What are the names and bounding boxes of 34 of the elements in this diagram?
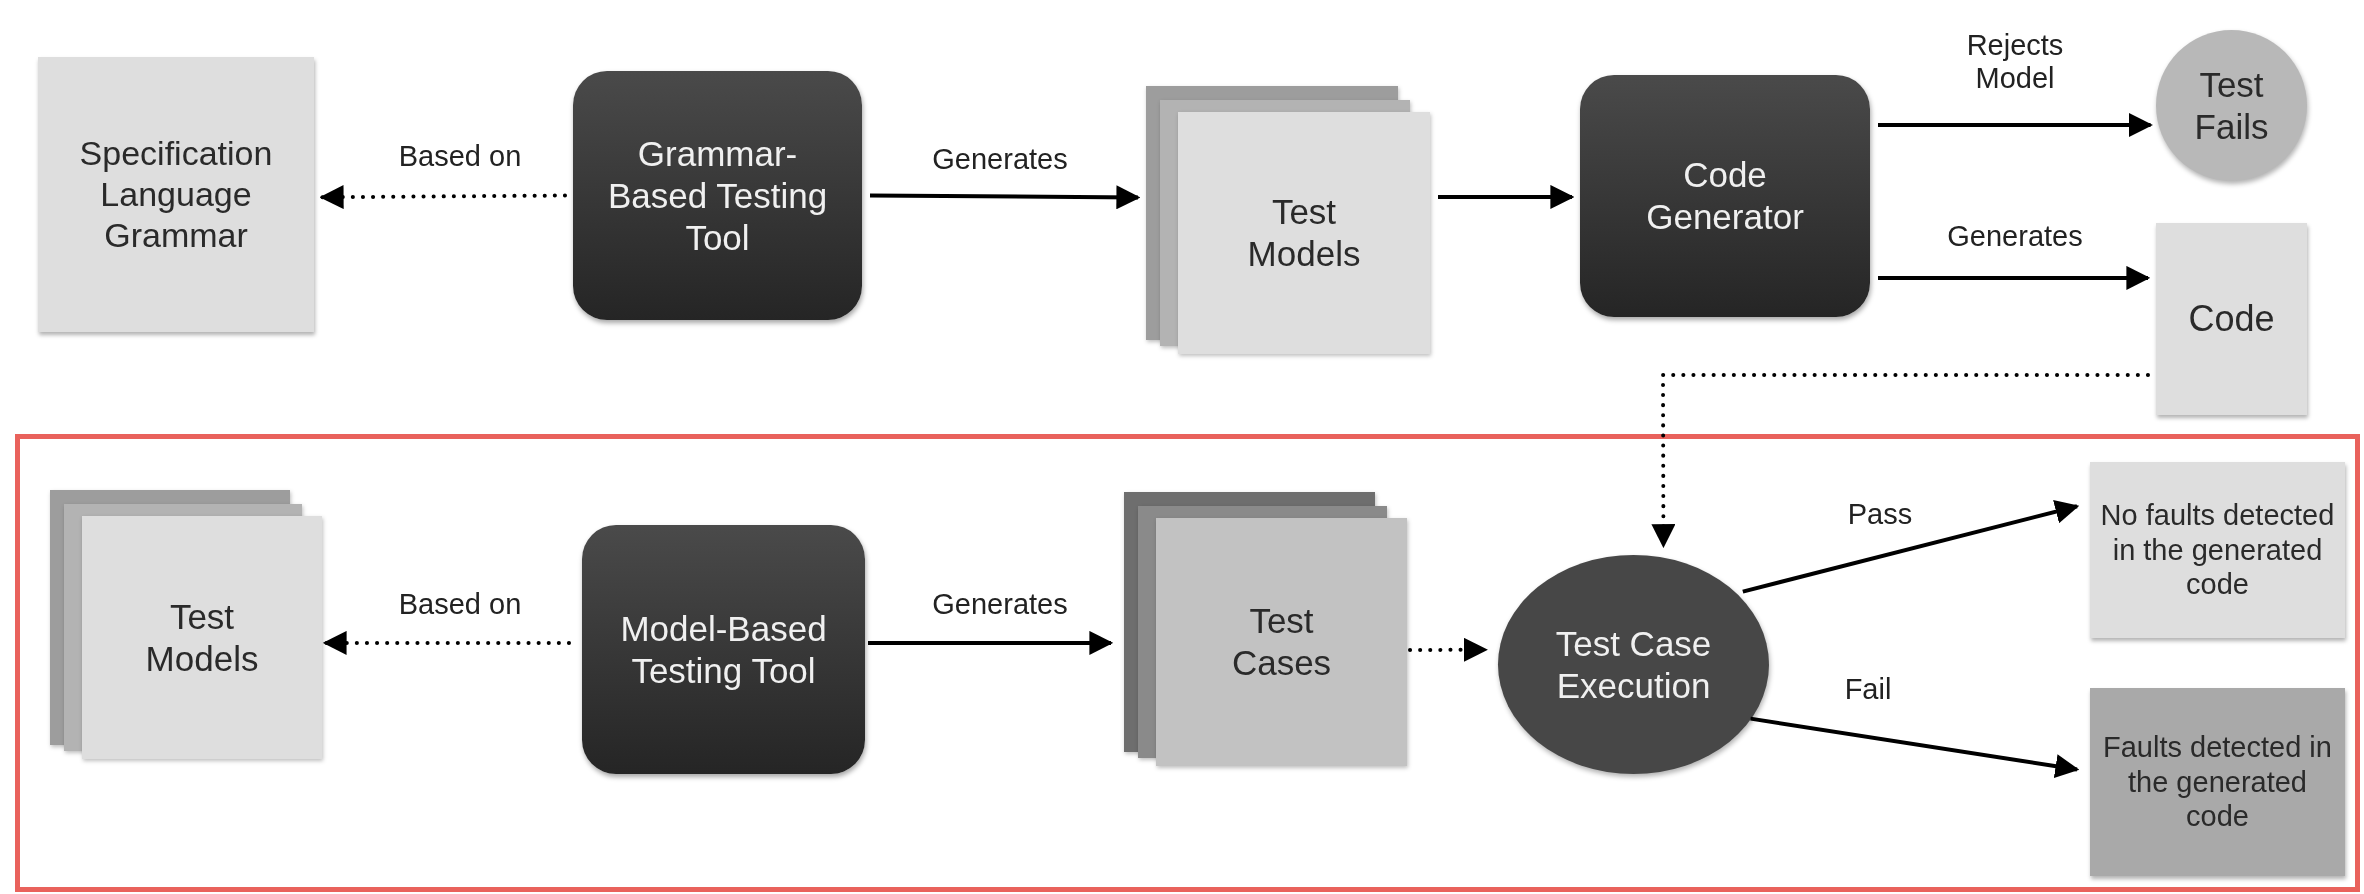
- node-label: Test Case Execution: [1554, 622, 1713, 707]
- group-frame: [15, 434, 2360, 892]
- node-label: Test Cases: [1230, 600, 1333, 684]
- rounded-box: [582, 525, 865, 774]
- arrow: [322, 630, 571, 655]
- node-label: Grammar-Based Testing Tool: [607, 132, 828, 259]
- document-stack: [1124, 492, 1407, 766]
- node-label: Specification Language Grammar: [78, 133, 274, 256]
- node-label: Test Fails: [2193, 63, 2270, 148]
- arrow: [870, 185, 1141, 210]
- rounded-box: [1580, 75, 1870, 317]
- process-box: [2156, 223, 2307, 415]
- arrow: [1878, 113, 2153, 137]
- node-label: Code: [2188, 297, 2275, 341]
- arrow: [319, 185, 567, 210]
- arrow: [1438, 184, 1575, 209]
- rounded-box: [573, 71, 862, 320]
- process-box: [38, 57, 314, 332]
- node-label: Test Models: [1246, 191, 1362, 275]
- node-label: Model-Based Testing Tool: [619, 607, 828, 692]
- arrow: [1651, 373, 2150, 549]
- process-box: [2090, 462, 2345, 638]
- arrow: [1878, 265, 2151, 290]
- process-box: [2090, 688, 2345, 876]
- arrow: [1750, 716, 2080, 778]
- document-stack: [50, 490, 322, 759]
- node-label: Faults detected in the generated code: [2102, 729, 2333, 835]
- arrow: [1408, 637, 1488, 662]
- node-label: No faults detected in the generated code: [2100, 497, 2335, 603]
- arrow: [1742, 500, 2080, 594]
- document-stack: [1146, 86, 1430, 354]
- arrow: [868, 630, 1114, 655]
- node-label: Test Models: [144, 595, 260, 680]
- node-label: Code Generator: [1645, 154, 1805, 238]
